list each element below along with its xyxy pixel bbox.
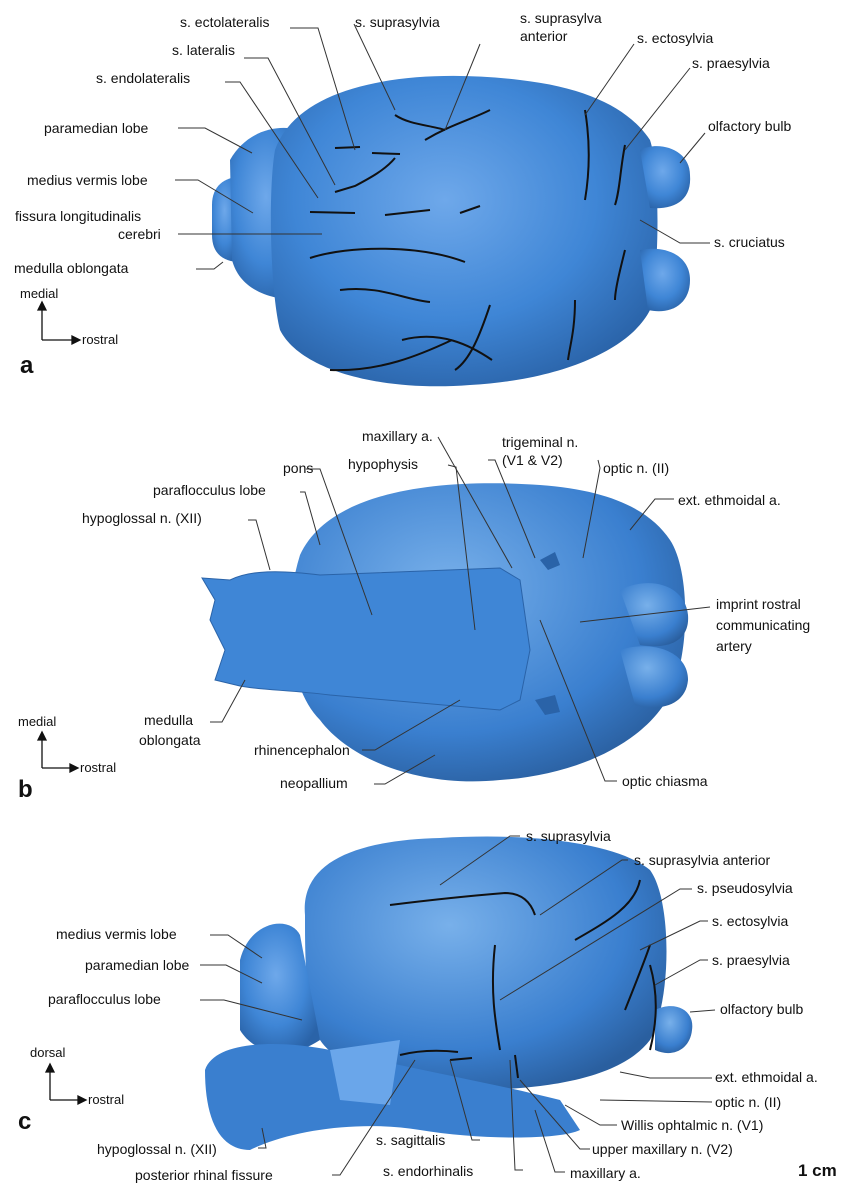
label-imprint-3: artery <box>716 638 752 655</box>
label-trigeminal-2: (V1 & V2) <box>502 452 563 469</box>
panel-letter-a: a <box>20 352 33 380</box>
label-c-pseudosylvia: s. pseudosylvia <box>697 880 793 897</box>
panel-c-brain <box>205 837 692 1150</box>
label-c-maxillary-a: maxillary a. <box>570 1165 641 1182</box>
label-medius-vermis-lobe: medius vermis lobe <box>27 172 148 189</box>
label-cruciatus: s. cruciatus <box>714 234 785 251</box>
panel-letter-c: c <box>18 1108 31 1136</box>
label-optic-chiasma: optic chiasma <box>622 773 708 790</box>
label-c-willis: Willis ophtalmic n. (V1) <box>621 1117 763 1134</box>
label-praesylvia: s. praesylvia <box>692 55 770 72</box>
label-c-hypoglossal: hypoglossal n. (XII) <box>97 1141 217 1158</box>
label-c-olfactory-bulb: olfactory bulb <box>720 1001 803 1018</box>
label-fissura-2: cerebri <box>118 226 161 243</box>
label-c-upper-maxillary: upper maxillary n. (V2) <box>592 1141 733 1158</box>
panel-b-brain <box>202 483 688 781</box>
panel-a-brain <box>212 76 690 386</box>
label-ext-ethmoidal: ext. ethmoidal a. <box>678 492 781 509</box>
label-pons: pons <box>283 460 313 477</box>
axis-c-vertical: dorsal <box>30 1045 65 1060</box>
label-imprint-1: imprint rostral <box>716 596 801 613</box>
label-c-paramedian-lobe: paramedian lobe <box>85 957 189 974</box>
label-olfactory-bulb: olfactory bulb <box>708 118 791 135</box>
label-medulla-oblongata: medulla oblongata <box>14 260 128 277</box>
label-c-sagittalis: s. sagittalis <box>376 1132 445 1149</box>
axis-c-horizontal: rostral <box>88 1092 124 1107</box>
label-maxillary-a: maxillary a. <box>362 428 433 445</box>
axis-b-vertical: medial <box>18 714 56 729</box>
label-optic-n: optic n. (II) <box>603 460 669 477</box>
label-hypophysis: hypophysis <box>348 456 418 473</box>
label-endolateralis: s. endolateralis <box>96 70 190 87</box>
label-c-ext-ethmoidal: ext. ethmoidal a. <box>715 1069 818 1086</box>
scale-bar-label: 1 cm <box>798 1161 837 1181</box>
label-paramedian-lobe: paramedian lobe <box>44 120 148 137</box>
label-c-posterior-rhinal: posterior rhinal fissure <box>135 1167 273 1184</box>
label-medulla-1: medulla <box>144 712 193 729</box>
label-hypoglossal: hypoglossal n. (XII) <box>82 510 202 527</box>
label-c-suprasylvia: s. suprasylvia <box>526 828 611 845</box>
label-c-optic-n: optic n. (II) <box>715 1094 781 1111</box>
label-ectosylvia: s. ectosylvia <box>637 30 713 47</box>
axis-a-vertical: medial <box>20 286 58 301</box>
label-c-medius-vermis-lobe: medius vermis lobe <box>56 926 177 943</box>
label-suprasylvia: s. suprasylvia <box>355 14 440 31</box>
label-trigeminal-1: trigeminal n. <box>502 434 578 451</box>
label-neopallium: neopallium <box>280 775 348 792</box>
label-suprasylva-anterior-1: s. suprasylva <box>520 10 602 27</box>
axis-b-horizontal: rostral <box>80 760 116 775</box>
label-ectolateralis: s. ectolateralis <box>180 14 269 31</box>
label-c-praesylvia: s. praesylvia <box>712 952 790 969</box>
label-c-ectosylvia: s. ectosylvia <box>712 913 788 930</box>
label-c-suprasylvia-anterior: s. suprasylvia anterior <box>634 852 770 869</box>
label-imprint-2: communicating <box>716 617 810 634</box>
label-c-paraflocculus-lobe: paraflocculus lobe <box>48 991 161 1008</box>
axis-arrows <box>38 302 86 1104</box>
panel-letter-b: b <box>18 776 33 804</box>
label-paraflocculus-lobe: paraflocculus lobe <box>153 482 266 499</box>
axis-a-horizontal: rostral <box>82 332 118 347</box>
label-rhinencephalon: rhinencephalon <box>254 742 350 759</box>
label-fissura-1: fissura longitudinalis <box>15 208 141 225</box>
label-medulla-2: oblongata <box>139 732 201 749</box>
label-suprasylva-anterior-2: anterior <box>520 28 567 45</box>
label-lateralis: s. lateralis <box>172 42 235 59</box>
label-c-endorhinalis: s. endorhinalis <box>383 1163 473 1180</box>
